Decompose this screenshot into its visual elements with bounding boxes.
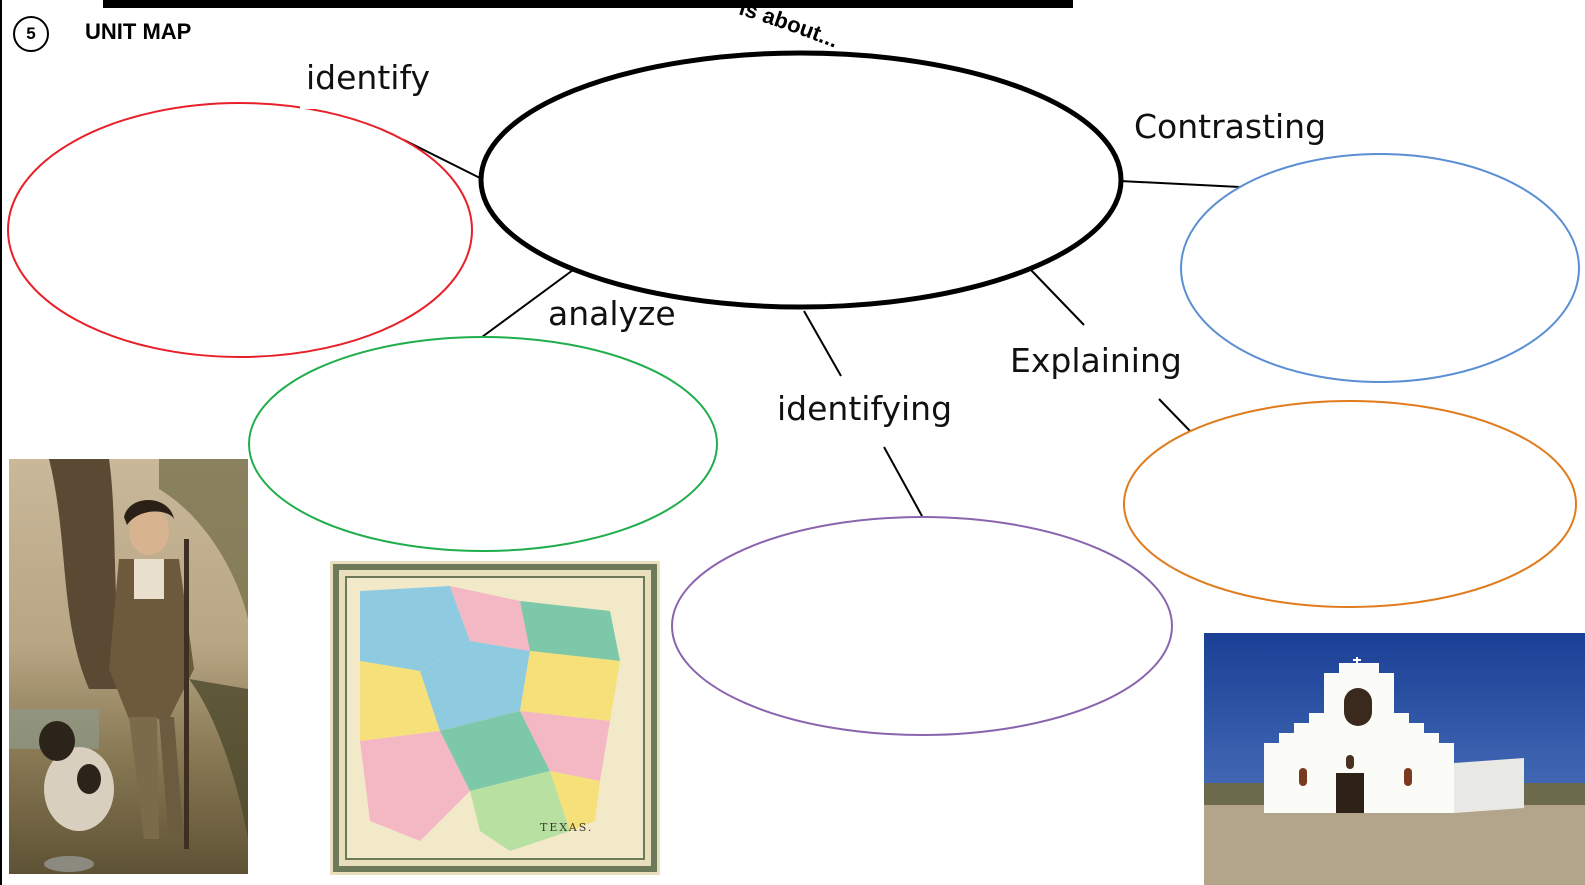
unit-number: 5 [26,24,36,43]
analyze-ellipse[interactable] [248,336,718,552]
label-contrasting: Contrasting [1134,107,1327,146]
line-explaining-lower [1158,398,1191,432]
line-identify [403,139,481,179]
title-bar [103,0,1073,8]
map-caption: TEXAS. [540,821,593,834]
unit-number-badge: 5 [13,16,49,52]
central-concept-ellipse[interactable] [478,50,1124,310]
line-contrasting [1119,180,1241,188]
line-identifying-lower [883,446,923,517]
texas-map-image: TEXAS. [330,561,660,875]
line-analyze-upper [481,269,574,338]
identifying-ellipse[interactable] [671,516,1173,736]
explaining-ellipse[interactable] [1123,400,1577,608]
label-explaining: Explaining [1010,341,1182,380]
portrait-painting-image [9,459,248,874]
unit-title: UNIT MAP [85,19,192,44]
contrasting-ellipse[interactable] [1180,153,1580,383]
line-explaining-upper [1030,269,1085,326]
identify-ellipse[interactable] [7,102,473,358]
mission-church-image [1204,633,1585,885]
label-identify: identify [306,58,431,97]
connector-lines [403,139,1241,517]
label-identifying: identifying [777,389,953,428]
label-gap [300,95,360,109]
label-analyze: analyze [548,294,676,333]
line-identifying-upper [803,310,842,377]
is-about-text: is about... [736,0,842,53]
page-left-border [0,0,2,885]
